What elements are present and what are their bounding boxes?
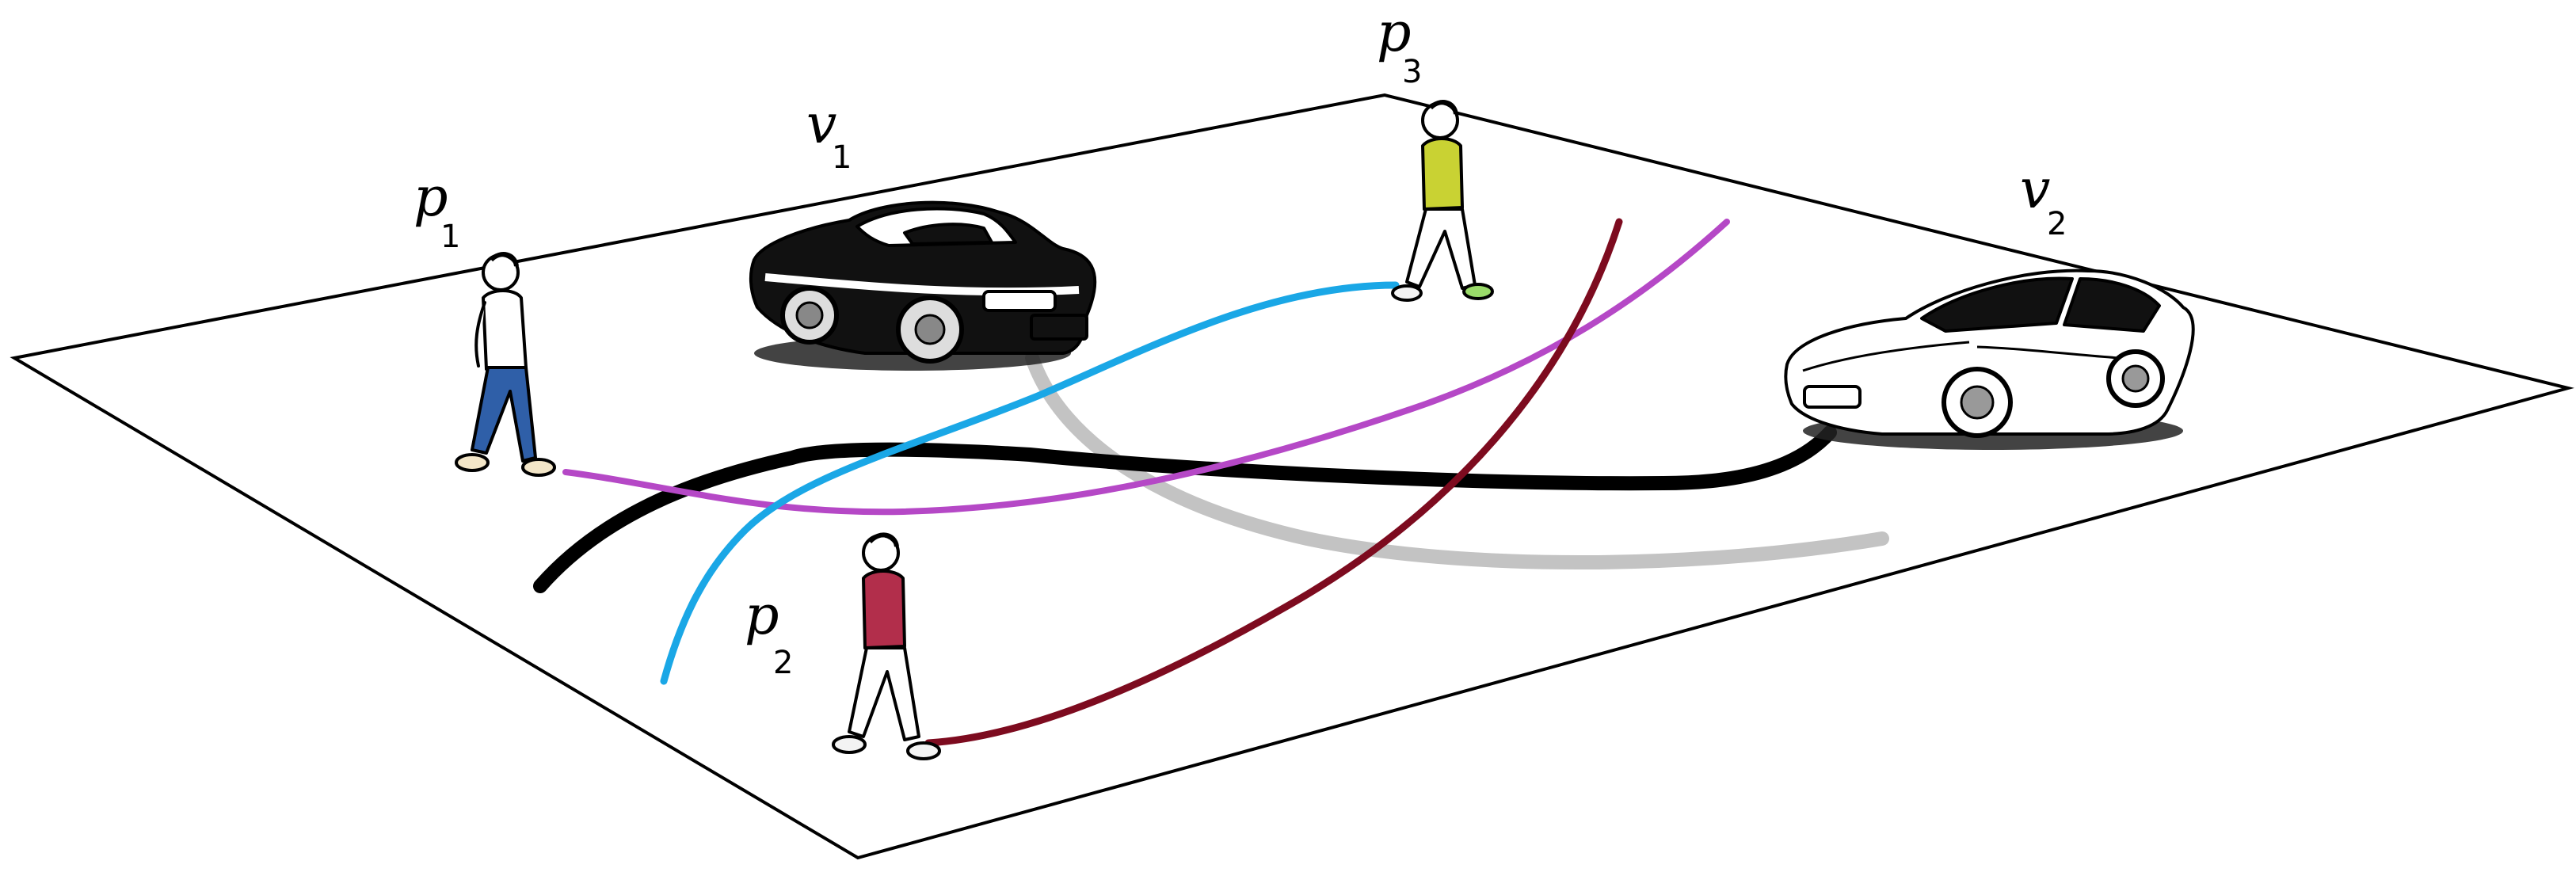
trajectory-p1 [562, 219, 1730, 516]
walking-person-icon [455, 252, 556, 477]
label-p2: p 2 [745, 585, 793, 681]
label-v2-sub: 2 [2047, 206, 2067, 242]
walking-person-icon [1391, 100, 1494, 302]
pedestrian-p2 [832, 532, 941, 760]
label-p1-main: p [413, 166, 448, 229]
label-p3-main: p [1377, 2, 1412, 64]
pedestrian-p1 [455, 252, 556, 477]
ground-plane [10, 93, 2574, 860]
label-v1-main: v [806, 93, 836, 156]
label-v2-main: v [2020, 158, 2050, 221]
pedestrian-p3 [1391, 100, 1494, 302]
label-p2-main: p [745, 585, 779, 647]
vehicle-v2 [1784, 269, 2195, 450]
label-p1-sub: 1 [440, 219, 460, 255]
walking-person-icon [832, 532, 941, 760]
sports-car-icon [1784, 269, 2195, 450]
trajectory-v1 [1025, 351, 1889, 569]
label-v1-sub: 1 [832, 139, 852, 176]
sports-car-icon [749, 200, 1097, 371]
label-p2-sub: 2 [773, 645, 793, 681]
trajectory-v2 [533, 425, 1837, 593]
trajectory-p3 [660, 281, 1400, 685]
vehicle-v1 [749, 200, 1097, 371]
label-p3-sub: 3 [1402, 54, 1422, 90]
trajectory-p2 [924, 218, 1623, 747]
label-p1: p 1 [413, 166, 460, 255]
label-p3: p 3 [1377, 2, 1422, 90]
label-v1: v 1 [806, 93, 852, 176]
label-v2: v 2 [2020, 158, 2067, 242]
